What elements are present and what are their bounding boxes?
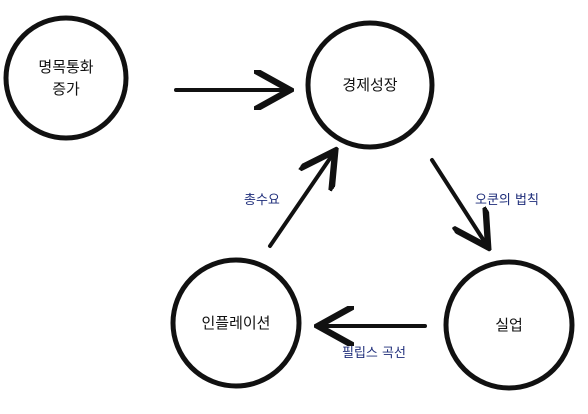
arrow-inflation-to-growth (268, 154, 333, 248)
node-growth-label: 경제성장 (342, 76, 397, 94)
node-money-increase-label-line1: 명목통화 (38, 58, 93, 76)
node-unemployment-circle (443, 259, 575, 391)
node-unemployment: 실업 (443, 259, 575, 391)
node-inflation: 인플레이션 (170, 257, 302, 389)
node-money-increase-label-line2: 증가 (52, 80, 80, 98)
node-money-increase-circle (3, 15, 129, 141)
node-unemployment-label: 실업 (495, 316, 523, 334)
node-growth-circle (305, 20, 435, 150)
node-growth: 경제성장 (305, 20, 435, 150)
edge-label-demand: 총수요 (244, 193, 280, 208)
arrow-growth-to-unemployment (430, 158, 486, 244)
node-inflation-label: 인플레이션 (201, 314, 270, 332)
edge-label-phillips: 필립스 곡선 (342, 346, 406, 361)
edge-label-okun: 오쿤의 법칙 (475, 193, 539, 208)
node-money-increase: 명목통화 증가 (3, 15, 129, 141)
node-inflation-circle (170, 257, 302, 389)
